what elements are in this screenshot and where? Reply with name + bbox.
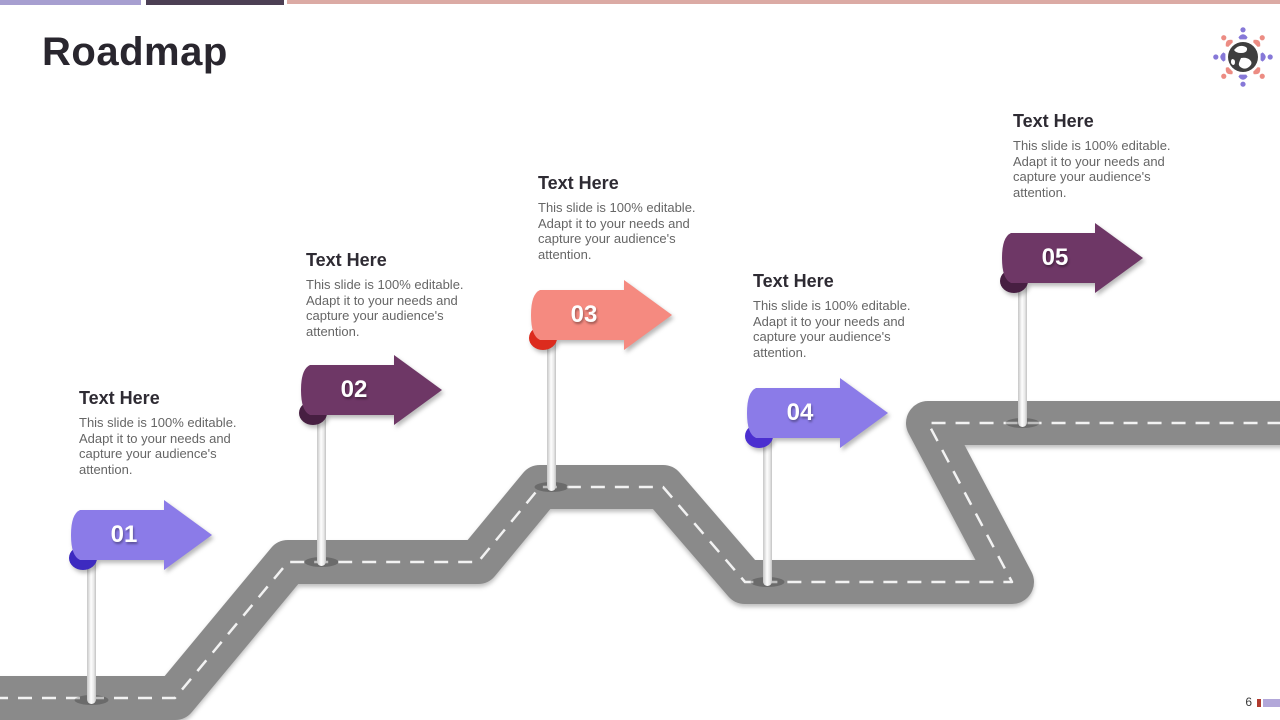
signpost-poles [74, 275, 1040, 705]
milestone-2-heading: Text Here [306, 250, 387, 270]
milestone-5-description: This slide is 100% editable. Adapt it to… [1013, 138, 1171, 200]
globe-icon [1228, 42, 1258, 72]
milestone-4-heading: Text Here [753, 271, 834, 291]
milestone-4-number: 04 [786, 399, 814, 426]
milestone-2-sign: 02 [296, 351, 444, 429]
milestone-1-description: This slide is 100% editable. Adapt it to… [79, 415, 237, 477]
milestone-5-heading: Text Here [1013, 111, 1094, 131]
milestone-2-text: Text Here This slide is 100% editable. A… [306, 250, 470, 339]
milestone-1-sign: 01 [66, 496, 214, 574]
arrow-sign-icon [299, 355, 442, 425]
milestone-3-number: 03 [570, 301, 598, 328]
page-title: Roadmap [42, 30, 228, 74]
pole-4 [763, 430, 772, 586]
milestone-1-text: Text Here This slide is 100% editable. A… [79, 388, 243, 477]
milestone-4-text: Text Here This slide is 100% editable. A… [753, 271, 917, 360]
milestone-1-number: 01 [110, 521, 138, 548]
milestone-3-text: Text Here This slide is 100% editable. A… [538, 173, 702, 262]
road-center-dashes [0, 421, 1280, 700]
footer-purple-mark [1263, 699, 1280, 707]
milestone-4-sign: 04 [742, 374, 890, 452]
arrow-sign-icon [1000, 223, 1143, 293]
milestone-3-description: This slide is 100% editable. Adapt it to… [538, 200, 696, 262]
topbar-segment-2 [146, 0, 284, 5]
milestone-2-description: This slide is 100% editable. Adapt it to… [306, 277, 464, 339]
milestone-1-heading: Text Here [79, 388, 160, 408]
people-ring-icon [1213, 27, 1273, 87]
arrow-sign-icon [745, 378, 888, 448]
milestone-5-sign: 05 [997, 219, 1145, 297]
topbar-segment-1 [0, 0, 141, 5]
footer-red-mark [1257, 699, 1261, 707]
milestone-2-number: 02 [340, 376, 368, 403]
arrow-sign-icon [529, 280, 672, 350]
page-number: 6 [1245, 695, 1252, 709]
milestone-5-text: Text Here This slide is 100% editable. A… [1013, 111, 1177, 200]
arrow-sign-icon [69, 500, 212, 570]
pole-5 [1018, 275, 1027, 427]
pole-1 [87, 552, 96, 704]
road [0, 401, 1280, 720]
milestone-4-description: This slide is 100% editable. Adapt it to… [753, 298, 911, 360]
topbar-segment-3 [287, 0, 1280, 4]
company-logo [1213, 27, 1273, 87]
pole-2 [317, 407, 326, 566]
pole-3 [547, 332, 556, 491]
milestone-3-heading: Text Here [538, 173, 619, 193]
milestone-3-sign: 03 [526, 276, 674, 354]
milestone-5-number: 05 [1041, 244, 1069, 271]
